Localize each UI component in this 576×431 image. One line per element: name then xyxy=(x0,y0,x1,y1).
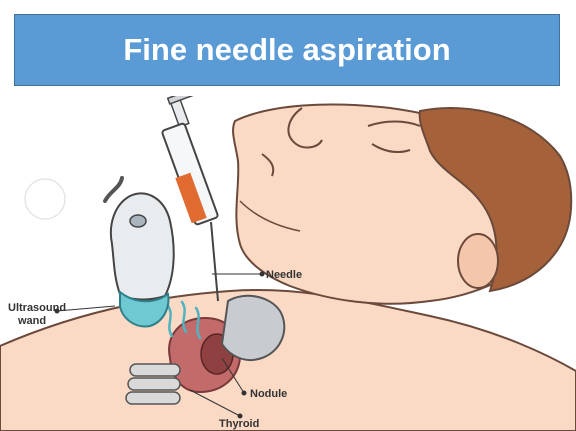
label-needle: Needle xyxy=(266,269,302,281)
label-ultrasound-line2: wand xyxy=(17,315,46,327)
label-nodule: Nodule xyxy=(250,388,287,400)
title-banner: Fine needle aspiration xyxy=(14,14,560,86)
page-title: Fine needle aspiration xyxy=(123,32,450,68)
trachea xyxy=(126,364,180,404)
neck-skin xyxy=(0,290,576,431)
ultrasound-wand xyxy=(105,178,174,326)
ear xyxy=(458,234,498,288)
label-ultrasound-line1: Ultrasound xyxy=(8,302,66,314)
neck-probe-housing xyxy=(222,296,284,360)
label-thyroid: Thyroid xyxy=(219,418,259,430)
fna-illustration: Needle Ultrasound wand Nodule Thyroid xyxy=(0,96,576,431)
